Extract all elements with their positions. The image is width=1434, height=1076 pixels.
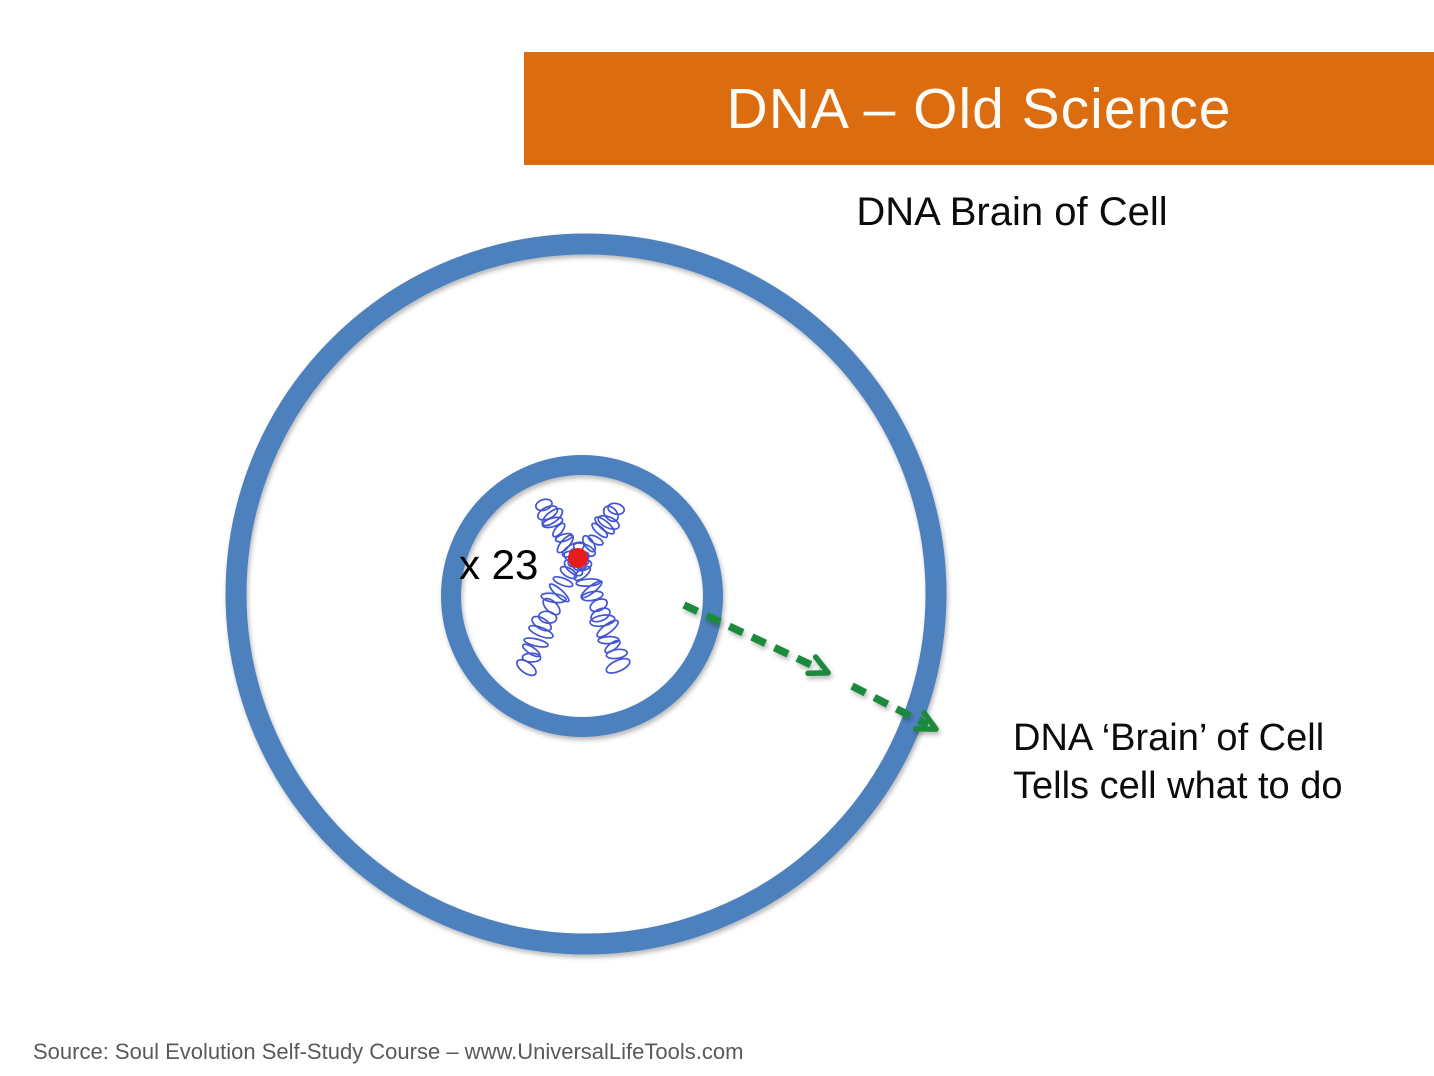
chromosome-coil <box>587 534 604 546</box>
chromosome-coil <box>591 522 609 539</box>
annotation-text: DNA ‘Brain’ of Cell Tells cell what to d… <box>1013 714 1343 810</box>
chromosome-coil <box>523 637 549 648</box>
chromosome-coil <box>541 507 564 527</box>
cell-membrane-circle <box>225 233 947 955</box>
chromosome-coil <box>607 502 626 516</box>
pointer-arrows <box>682 601 939 732</box>
chromosome-coil <box>554 532 574 543</box>
chromosome-coil <box>573 565 592 582</box>
chromosome-coil <box>604 639 621 654</box>
chromosome-coil <box>537 610 558 625</box>
chromosome-coil <box>521 652 542 663</box>
chromosome-coil <box>534 498 553 512</box>
chromosome-coil <box>580 590 604 602</box>
chromosome-coil <box>605 657 631 674</box>
chromosome-coil <box>531 615 553 632</box>
title-banner: DNA – Old Science <box>524 52 1434 165</box>
slide-title: DNA – Old Science <box>726 76 1232 141</box>
dashed-arrow-2 <box>850 682 939 732</box>
chromosome-coil <box>515 658 537 677</box>
chromosome-coil <box>548 583 570 603</box>
chromosome-coil <box>597 514 620 530</box>
chromosome-coil <box>596 619 619 638</box>
centromere-dot-icon <box>568 548 588 568</box>
chromosome-coil <box>542 597 561 616</box>
chromosome-count-label: x 23 <box>459 541 539 588</box>
chromosome-coil <box>589 598 608 613</box>
chromosome-coil <box>536 505 559 521</box>
chromosome-coil <box>594 516 615 535</box>
chromosome-coil <box>582 534 597 553</box>
chromosome-coil <box>602 505 619 523</box>
dashed-arrow-1 <box>682 601 831 677</box>
chromosome-coil <box>605 648 629 660</box>
chromosome-coil <box>528 624 554 639</box>
subtitle-text: DNA Brain of Cell <box>856 190 1168 234</box>
chromosome-coil <box>552 522 566 538</box>
nucleus-circle <box>441 455 723 737</box>
annotation-line1: DNA ‘Brain’ of Cell <box>1013 717 1325 759</box>
source-attribution: Source: Soul Evolution Self-Study Course… <box>33 1039 744 1064</box>
chromosome-coil <box>540 592 567 604</box>
chromosome-coil <box>552 575 574 588</box>
chromosome-coil <box>559 565 578 580</box>
annotation-line2: Tells cell what to do <box>1013 765 1343 807</box>
